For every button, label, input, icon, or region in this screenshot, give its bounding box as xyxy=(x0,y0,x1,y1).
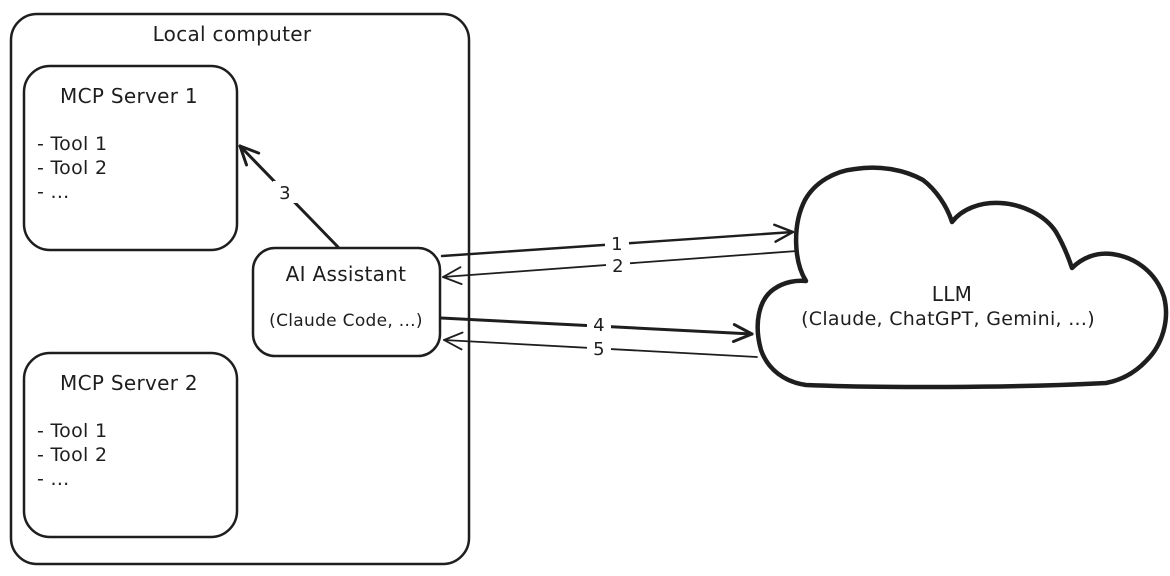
mcp-server-2-tool-2: - Tool 2 xyxy=(37,444,107,466)
arrow-2-label-bg xyxy=(606,254,630,276)
ai-assistant-subtitle: (Claude Code, ...) xyxy=(269,311,423,331)
arrow-5-label-bg xyxy=(587,337,611,359)
arrow-3-label-bg xyxy=(273,181,297,203)
arrow-5-head xyxy=(443,331,464,351)
llm-cloud-subtitle: (Claude, ChatGPT, Gemini, ...) xyxy=(801,308,1095,330)
arrow-4-head xyxy=(732,323,754,343)
ai-assistant-title: AI Assistant xyxy=(286,262,407,286)
mcp-server-2-title: MCP Server 2 xyxy=(60,371,198,395)
arrow-2-head xyxy=(442,266,463,285)
mcp-server-2-tool-ellipsis: - ... xyxy=(37,468,70,490)
arrow-3-head xyxy=(238,144,261,167)
mcp-server-2-box xyxy=(22,351,239,539)
llm-cloud-shape xyxy=(755,165,1169,390)
arrow-3-label: 3 xyxy=(279,183,291,204)
mcp-server-1-tool-2: - Tool 2 xyxy=(37,157,107,179)
arrow-2-label: 2 xyxy=(612,256,624,277)
arrow-1-label: 1 xyxy=(611,234,623,255)
mcp-server-1-tool-ellipsis: - ... xyxy=(37,181,70,203)
mcp-server-1-title: MCP Server 1 xyxy=(60,84,198,108)
llm-cloud-title: LLM xyxy=(932,282,972,306)
mcp-server-1-box xyxy=(22,64,239,252)
arrow-1-head xyxy=(773,223,795,243)
ai-assistant-box xyxy=(251,246,442,358)
mcp-server-2-tool-1: - Tool 1 xyxy=(37,420,107,442)
arrow-4-label-bg xyxy=(587,313,611,335)
arrow-1-label-bg xyxy=(605,232,629,254)
arrow-4-label: 4 xyxy=(593,315,605,336)
arrow-5-label: 5 xyxy=(593,339,605,360)
local-computer-title: Local computer xyxy=(153,22,312,46)
mcp-server-1-tool-1: - Tool 1 xyxy=(37,133,107,155)
